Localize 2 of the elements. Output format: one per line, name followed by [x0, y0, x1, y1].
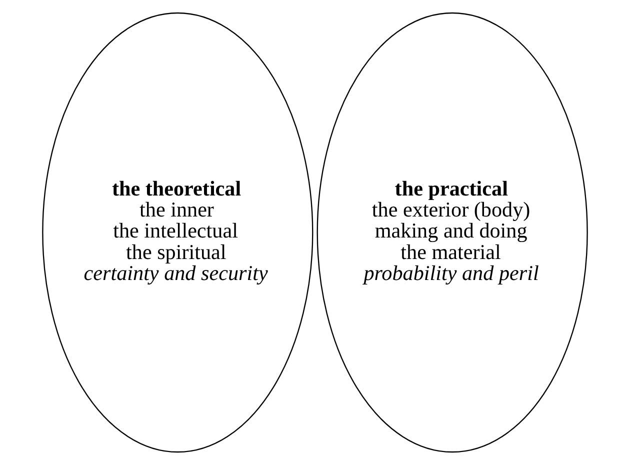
node-ellipse: the theoretical the inner the intellectual the spiritual certainty and security	[42, 12, 313, 453]
node-ellipse: the practical the exterior (body) making and doing the material probability and peril	[316, 12, 588, 453]
